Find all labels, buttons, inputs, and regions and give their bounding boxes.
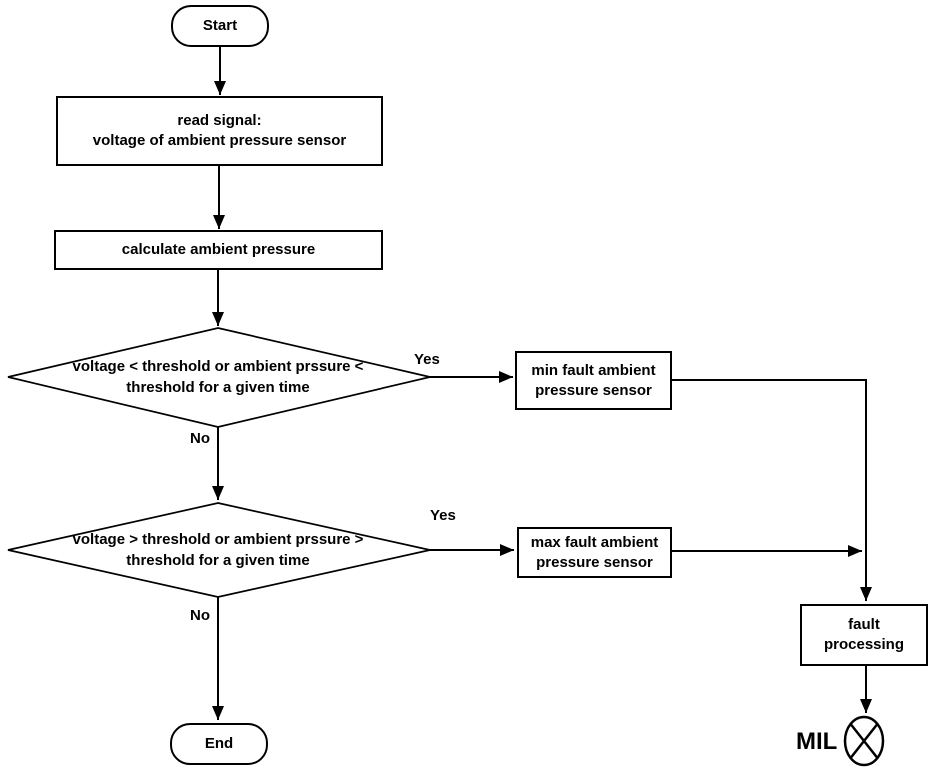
min-fault-label: min fault ambient pressure sensor [531, 361, 656, 399]
fault-processing-label: fault processing [823, 616, 905, 653]
decision-max-label: voltage > threshold or ambient prssure >… [72, 531, 364, 569]
connectors [212, 47, 872, 720]
decision-shapes [7, 327, 431, 598]
end-terminator: End [170, 723, 268, 765]
start-label: Start [202, 17, 238, 34]
edge-label-yes-min: Yes [414, 351, 440, 368]
mil-label: MIL [796, 728, 838, 755]
edge-label-yes-max: Yes [430, 507, 456, 524]
max-fault-label: max fault ambient pressure sensor [530, 533, 659, 571]
mil-lamp-x-icon [850, 723, 878, 759]
read-signal-label: read signal: voltage of ambient pressure… [92, 112, 347, 149]
process-max-fault: max fault ambient pressure sensor [517, 527, 672, 578]
edge-label-no-min: No [190, 430, 210, 447]
mil-lamp-icon [843, 715, 885, 767]
process-fault-processing: fault processing [800, 604, 928, 666]
edge-label-no-max: No [190, 607, 210, 624]
decision-min-diamond [7, 327, 431, 428]
decision-min-label: voltage < threshold or ambient prssure <… [72, 358, 364, 396]
decision-max-diamond [7, 502, 431, 598]
process-read-signal: read signal: voltage of ambient pressure… [56, 96, 383, 166]
process-calculate-ambient-pressure: calculate ambient pressure [54, 230, 383, 270]
process-min-fault: min fault ambient pressure sensor [515, 351, 672, 410]
calculate-label: calculate ambient pressure [121, 241, 316, 258]
end-label: End [204, 735, 234, 752]
start-terminator: Start [171, 5, 269, 47]
connector-min-fault-to-fault-processing [672, 379, 872, 601]
